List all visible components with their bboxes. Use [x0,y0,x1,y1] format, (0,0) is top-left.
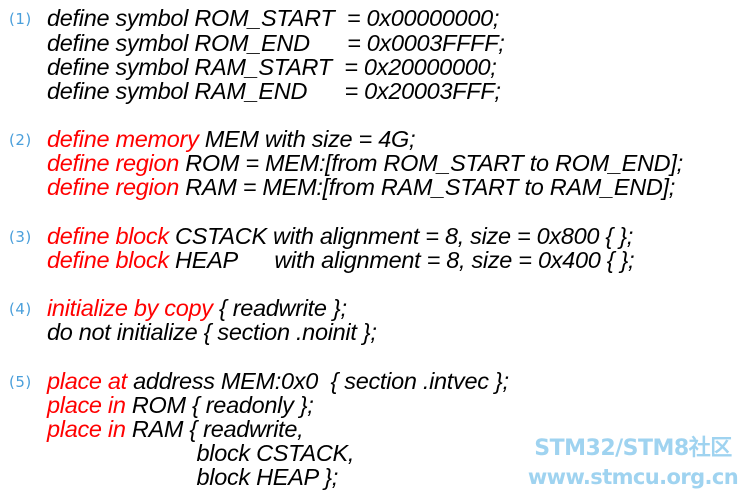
keyword-text: define block [47,223,169,249]
code-text: do not initialize { section .noinit }; [47,319,377,345]
section-number: (3) [9,228,32,246]
code-line: define symbol RAM_END = 0x20003FFF; [47,79,501,103]
code-line: define block HEAP with alignment = 8, si… [47,247,635,273]
keyword-text: place in [47,392,126,418]
code-text: MEM with size = 4G; [198,126,416,152]
keyword-text: place at [47,368,127,394]
code-text: CSTACK with alignment = 8, size = 0x800 … [168,223,633,249]
code-text: RAM = MEM:[from RAM_START to RAM_END]; [178,174,676,200]
code-line: block CSTACK, [47,441,354,465]
watermark: STM32/STM8社区 www.stmcu.org.cn [520,436,746,494]
code-line: define block CSTACK with alignment = 8, … [47,224,633,248]
keyword-text: define region [47,150,179,176]
section-number: (1) [9,10,32,28]
code-text: RAM { readwrite, [125,416,304,442]
code-line: define memory MEM with size = 4G; [47,127,415,151]
code-text: define symbol RAM_START = 0x20000000; [47,54,497,80]
code-line: block HEAP }; [47,465,338,489]
code-text: ROM = MEM:[from ROM_START to ROM_END]; [178,150,683,176]
watermark-url: www.stmcu.org.cn [527,465,739,489]
section-number: (2) [9,131,32,149]
keyword-text: initialize by copy [47,295,213,321]
code-line: place at address MEM:0x0 { section .intv… [47,369,509,393]
code-line: define symbol RAM_START = 0x20000000; [47,55,497,79]
code-text: ROM { readonly }; [125,392,314,418]
code-text: define symbol ROM_END = 0x0003FFFF; [47,30,505,56]
keyword-text: define memory [47,126,199,152]
code-text: address MEM:0x0 { section .intvec }; [126,368,509,394]
code-text: define symbol RAM_END = 0x20003FFF; [47,78,501,104]
code-text: { readwrite }; [212,295,347,321]
watermark-title: STM32/STM8社区 [534,436,732,461]
keyword-text: place in [47,416,126,442]
code-text: block HEAP }; [47,464,339,490]
code-line: place in RAM { readwrite, [47,416,304,442]
keyword-text: define region [47,174,179,200]
code-line: define region RAM = MEM:[from RAM_START … [47,175,675,199]
code-line: define region ROM = MEM:[from ROM_START … [47,151,683,175]
keyword-text: define block [47,247,169,273]
code-text: block CSTACK, [47,440,355,466]
code-line: define symbol ROM_START = 0x00000000; [47,6,499,30]
section-number: (5) [9,373,32,391]
code-line: do not initialize { section .noinit }; [47,320,377,344]
code-line: define symbol ROM_END = 0x0003FFFF; [47,31,505,55]
code-line: initialize by copy { readwrite }; [47,296,347,320]
code-text: HEAP with alignment = 8, size = 0x400 { … [168,247,635,273]
code-line: place in ROM { readonly }; [47,393,314,417]
section-number: (4) [9,300,32,318]
code-text: define symbol ROM_START = 0x00000000; [47,5,500,31]
